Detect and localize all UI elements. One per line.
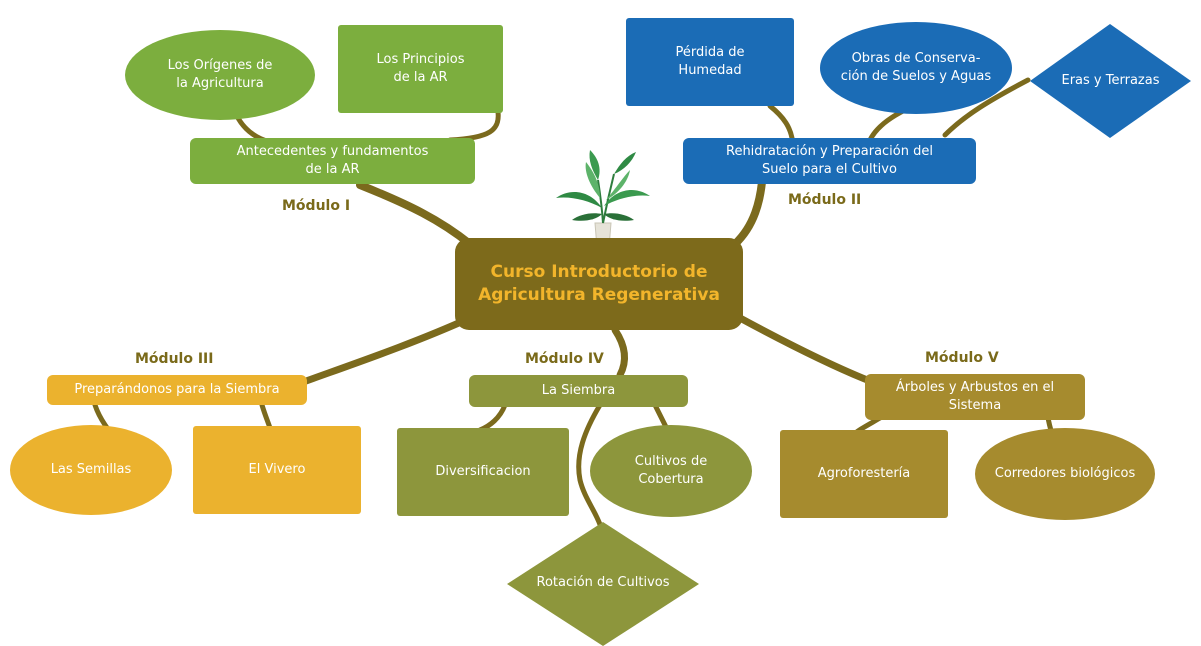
- connector-center-m3: [291, 314, 474, 389]
- module-1-label: Módulo I: [282, 198, 351, 214]
- node-principios-ar: Los Principios de la AR: [338, 25, 503, 113]
- connector-m4-rotacion: [576, 402, 606, 548]
- node-semillas: Las Semillas: [10, 425, 172, 515]
- connector-m3-vivero: [259, 402, 273, 431]
- node-agroforesteria: Agroforestería: [780, 430, 948, 518]
- central-topic: Curso Introductorio de Agricultura Regen…: [455, 238, 743, 330]
- module-4-topic: La Siembra: [469, 375, 688, 407]
- module-3-label: Módulo III: [135, 351, 214, 367]
- potted-plant-icon: [548, 148, 658, 250]
- connector-m1-principios: [447, 109, 501, 143]
- connector-center-m2: [731, 178, 766, 248]
- connector-center-m1: [356, 181, 474, 248]
- connector-m4-diversificacion: [477, 402, 508, 433]
- node-perdida-humedad: Pérdida de Humedad: [626, 18, 794, 106]
- node-eras-terrazas: Eras y Terrazas: [1028, 22, 1193, 140]
- node-cultivos-cobertura: Cultivos de Cobertura: [590, 425, 752, 517]
- node-corredores-biologicos: Corredores biológicos: [975, 428, 1155, 520]
- module-2-topic: Rehidratación y Preparación del Suelo pa…: [683, 138, 976, 184]
- node-vivero: El Vivero: [193, 426, 361, 514]
- connector-m2-eras: [942, 77, 1031, 138]
- central-topic-title: Curso Introductorio de Agricultura Regen…: [478, 262, 720, 305]
- node-obras-conservacion: Obras de Conserva- ción de Suelos y Agua…: [820, 22, 1012, 114]
- module-3-topic: Preparándonos para la Siembra: [47, 375, 307, 405]
- module-1-topic: Antecedentes y fundamentos de la AR: [190, 138, 475, 184]
- connector-center-m4: [611, 326, 629, 379]
- connector-m2-obras: [867, 107, 908, 143]
- node-origenes-agricultura: Los Orígenes de la Agricultura: [125, 30, 315, 120]
- connector-center-m5: [736, 314, 884, 389]
- module-4-label: Módulo IV: [525, 351, 604, 367]
- node-diversificacion: Diversificacion: [397, 428, 569, 516]
- module-5-label: Módulo V: [925, 350, 999, 366]
- node-rotacion-cultivos: Rotación de Cultivos: [505, 520, 701, 646]
- module-2-label: Módulo II: [788, 192, 862, 208]
- connector-m2-humedad: [767, 103, 795, 141]
- module-5-topic: Árboles y Arbustos en el Sistema: [865, 374, 1085, 420]
